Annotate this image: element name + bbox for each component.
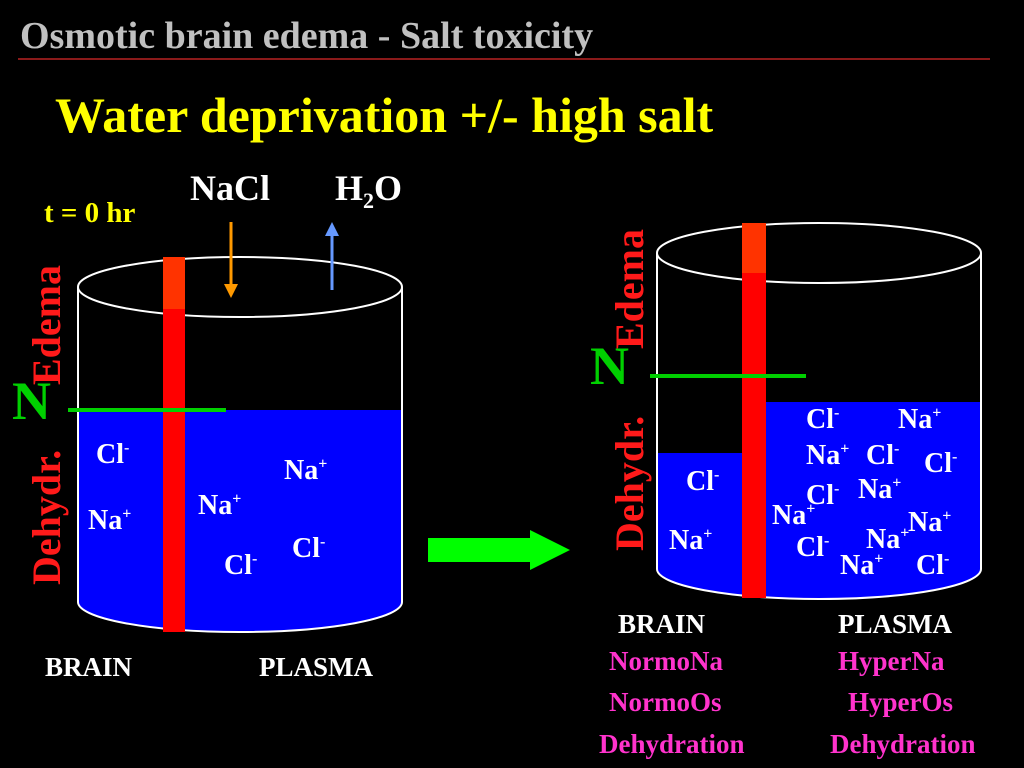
right-beaker [650, 222, 982, 600]
ion-label: Na+ [88, 505, 132, 536]
brain-state-osmolality: NormoOs [609, 687, 722, 717]
ion-label: Cl- [796, 532, 830, 563]
ion-label: Cl- [866, 440, 900, 471]
left-edema-label: Edema [24, 265, 69, 385]
ion-label: Na+ [908, 507, 952, 538]
brain-state-sodium: NormoNa [609, 646, 723, 676]
ion-label: Na+ [669, 525, 713, 556]
h2o-label: H2O [335, 168, 403, 214]
plasma-state-sodium: HyperNa [838, 646, 945, 676]
left-beaker-rim [77, 256, 403, 318]
plasma-state-hydration: Dehydration [830, 729, 976, 759]
ion-label: Na+ [840, 550, 884, 581]
left-dehydr-label: Dehydr. [24, 449, 69, 585]
ion-label: Na+ [858, 474, 902, 505]
left-plasma-label: PLASMA [259, 652, 373, 682]
nacl-label: NaCl [190, 168, 270, 208]
right-brain-water [657, 453, 755, 569]
right-membrane [742, 273, 766, 598]
ion-label: Cl- [224, 550, 258, 581]
brain-state-hydration: Dehydration [599, 729, 745, 759]
left-membrane [163, 309, 185, 632]
ion-label: Cl- [924, 448, 958, 479]
ion-label: Na+ [866, 524, 910, 555]
slide-subtitle: Water deprivation +/- high salt [55, 87, 714, 143]
right-beaker-rim [656, 222, 982, 284]
time-label: t = 0 hr [44, 197, 136, 229]
nacl-in-arrow-icon [224, 222, 238, 298]
ion-label: Na+ [772, 500, 816, 531]
right-edema-label: Edema [607, 229, 652, 349]
ion-label: Na+ [198, 490, 242, 521]
transition-arrow-icon [428, 530, 570, 570]
page-title: Osmotic brain edema - Salt toxicity [20, 15, 594, 57]
left-beaker [68, 256, 403, 633]
right-n-label: N [590, 336, 629, 396]
ion-label: Na+ [806, 440, 850, 471]
h2o-out-arrow-icon [325, 222, 339, 290]
ion-label: Na+ [898, 404, 942, 435]
left-membrane-top [163, 257, 185, 309]
left-beaker-water [78, 410, 402, 632]
right-membrane-top [742, 223, 766, 273]
ion-label: Cl- [96, 439, 130, 470]
right-dehydr-label: Dehydr. [607, 415, 652, 551]
ion-label: Cl- [292, 533, 326, 564]
right-plasma-label: PLASMA [838, 609, 952, 639]
left-n-label: N [12, 371, 51, 431]
left-brain-label: BRAIN [45, 652, 133, 682]
ion-label: Cl- [806, 480, 840, 511]
ion-label: Cl- [686, 466, 720, 497]
right-plasma-water [755, 402, 982, 600]
right-brain-label: BRAIN [618, 609, 706, 639]
ion-label: Na+ [284, 455, 328, 486]
ion-label: Cl- [806, 404, 840, 435]
plasma-state-osmolality: HyperOs [848, 687, 953, 717]
title-divider [18, 58, 990, 60]
ion-label: Cl- [916, 550, 950, 581]
